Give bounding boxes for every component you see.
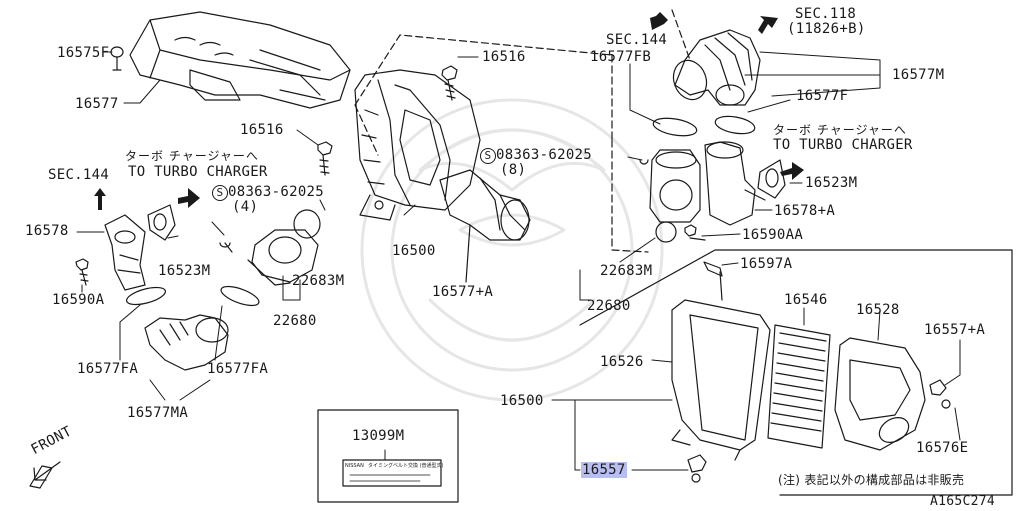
sec144-left: SEC.144 [48,167,110,183]
part-16557-highlighted[interactable]: 16557 [581,462,627,478]
part-16577F: 16577F [796,88,849,104]
hose-16577MA [125,285,260,371]
bolt-16590AA [684,224,706,241]
clamp-16577F [714,115,756,135]
sec118-sub: (11826+B) [787,21,866,37]
leader-lines [76,51,961,471]
hose-16577M [672,29,761,106]
part-16577FA-left: 16577FA [77,361,139,377]
part-22680-left: 22680 [273,313,317,329]
part-16590AA: 16590AA [742,227,804,243]
air-cleaner-assembly-center [354,69,481,221]
bolt-16516-upper [441,65,458,101]
sec144-right: SEC.144 [606,32,668,48]
air-duct-16577 [129,11,351,109]
bolt-symbol-right: S [480,148,496,164]
bolt-qty-left: (4) [232,199,259,215]
to-turbo-right: TO TURBO CHARGER [773,137,913,153]
part-16516-upper: 16516 [482,49,526,65]
part-16523M-right: 16523M [805,175,858,191]
pipe-16578-left [104,214,146,291]
clip-16575F [110,46,124,71]
bolt-symbol-left: S [212,185,228,201]
flow-meter-22680-left [219,229,319,286]
bolt-16590A [75,258,89,286]
part-22683M-left: 22683M [292,273,345,289]
dashed-link-box [354,34,613,156]
part-16523M-left: 16523M [158,263,211,279]
part-16500-center: 16500 [392,243,436,259]
part-22683M-right: 22683M [600,263,653,279]
front-arrow [29,461,61,489]
part-16577MA: 16577MA [127,405,189,421]
part-16577A: 16577+A [432,284,494,300]
part-16578A: 16578+A [774,203,836,219]
part-16590A: 16590A [52,292,105,308]
part-16577FB: 16577FB [590,49,652,65]
diagram-code: A165C274 [930,494,996,509]
part-16557A: 16557+A [924,322,986,338]
bolt-16516-lower [317,141,333,176]
jp-to-turbo-left: ターボ チャージャーへ [125,149,259,163]
duct-16577A [439,169,531,283]
part-16528: 16528 [856,302,900,318]
part-16575F: 16575F [57,45,110,61]
pipe-16578A [704,141,766,226]
label-13099M-box [317,409,459,503]
gasket-16523M-right [757,159,786,199]
part-16516-lower: 16516 [240,122,284,138]
clamp-16577FB [652,117,698,137]
part-22680-right: 22680 [587,298,631,314]
part-16578: 16578 [25,223,69,239]
part-16576E: 16576E [916,440,969,456]
bolt-number-left: 08363-62025 [228,184,325,200]
o-ring-22683M-right [655,221,677,243]
part-16546: 16546 [784,292,828,308]
watermark-emblem [360,98,664,402]
sec118: SEC.118 [795,6,857,22]
part-16526: 16526 [600,354,644,370]
o-ring-22683M-left [293,209,321,239]
to-turbo-left: TO TURBO CHARGER [128,164,268,180]
exploded-frame [579,249,1013,496]
label-text: タイミングベルト交換 (普通型式) [368,463,444,469]
jp-to-turbo-right: ターボ チャージャーへ [773,123,907,137]
direction-arrows [94,12,804,210]
part-16577FA-right: 16577FA [207,361,269,377]
part-16500-exploded: 16500 [500,393,544,409]
footnote: (注) 表記以外の構成部品は非販売 [778,473,965,487]
part-13099M: 13099M [352,428,405,444]
bolt-qty-right: (8) [500,162,527,178]
part-16577M: 16577M [892,67,945,83]
flow-meter-22680-right [639,149,701,223]
label-brand: NISSAN [345,463,364,469]
gasket-16523M-left [147,204,176,241]
bolt-number-right: 08363-62025 [496,147,593,163]
air-cleaner-exploded [671,261,951,483]
part-16597A: 16597A [740,256,793,272]
part-16577: 16577 [75,96,119,112]
